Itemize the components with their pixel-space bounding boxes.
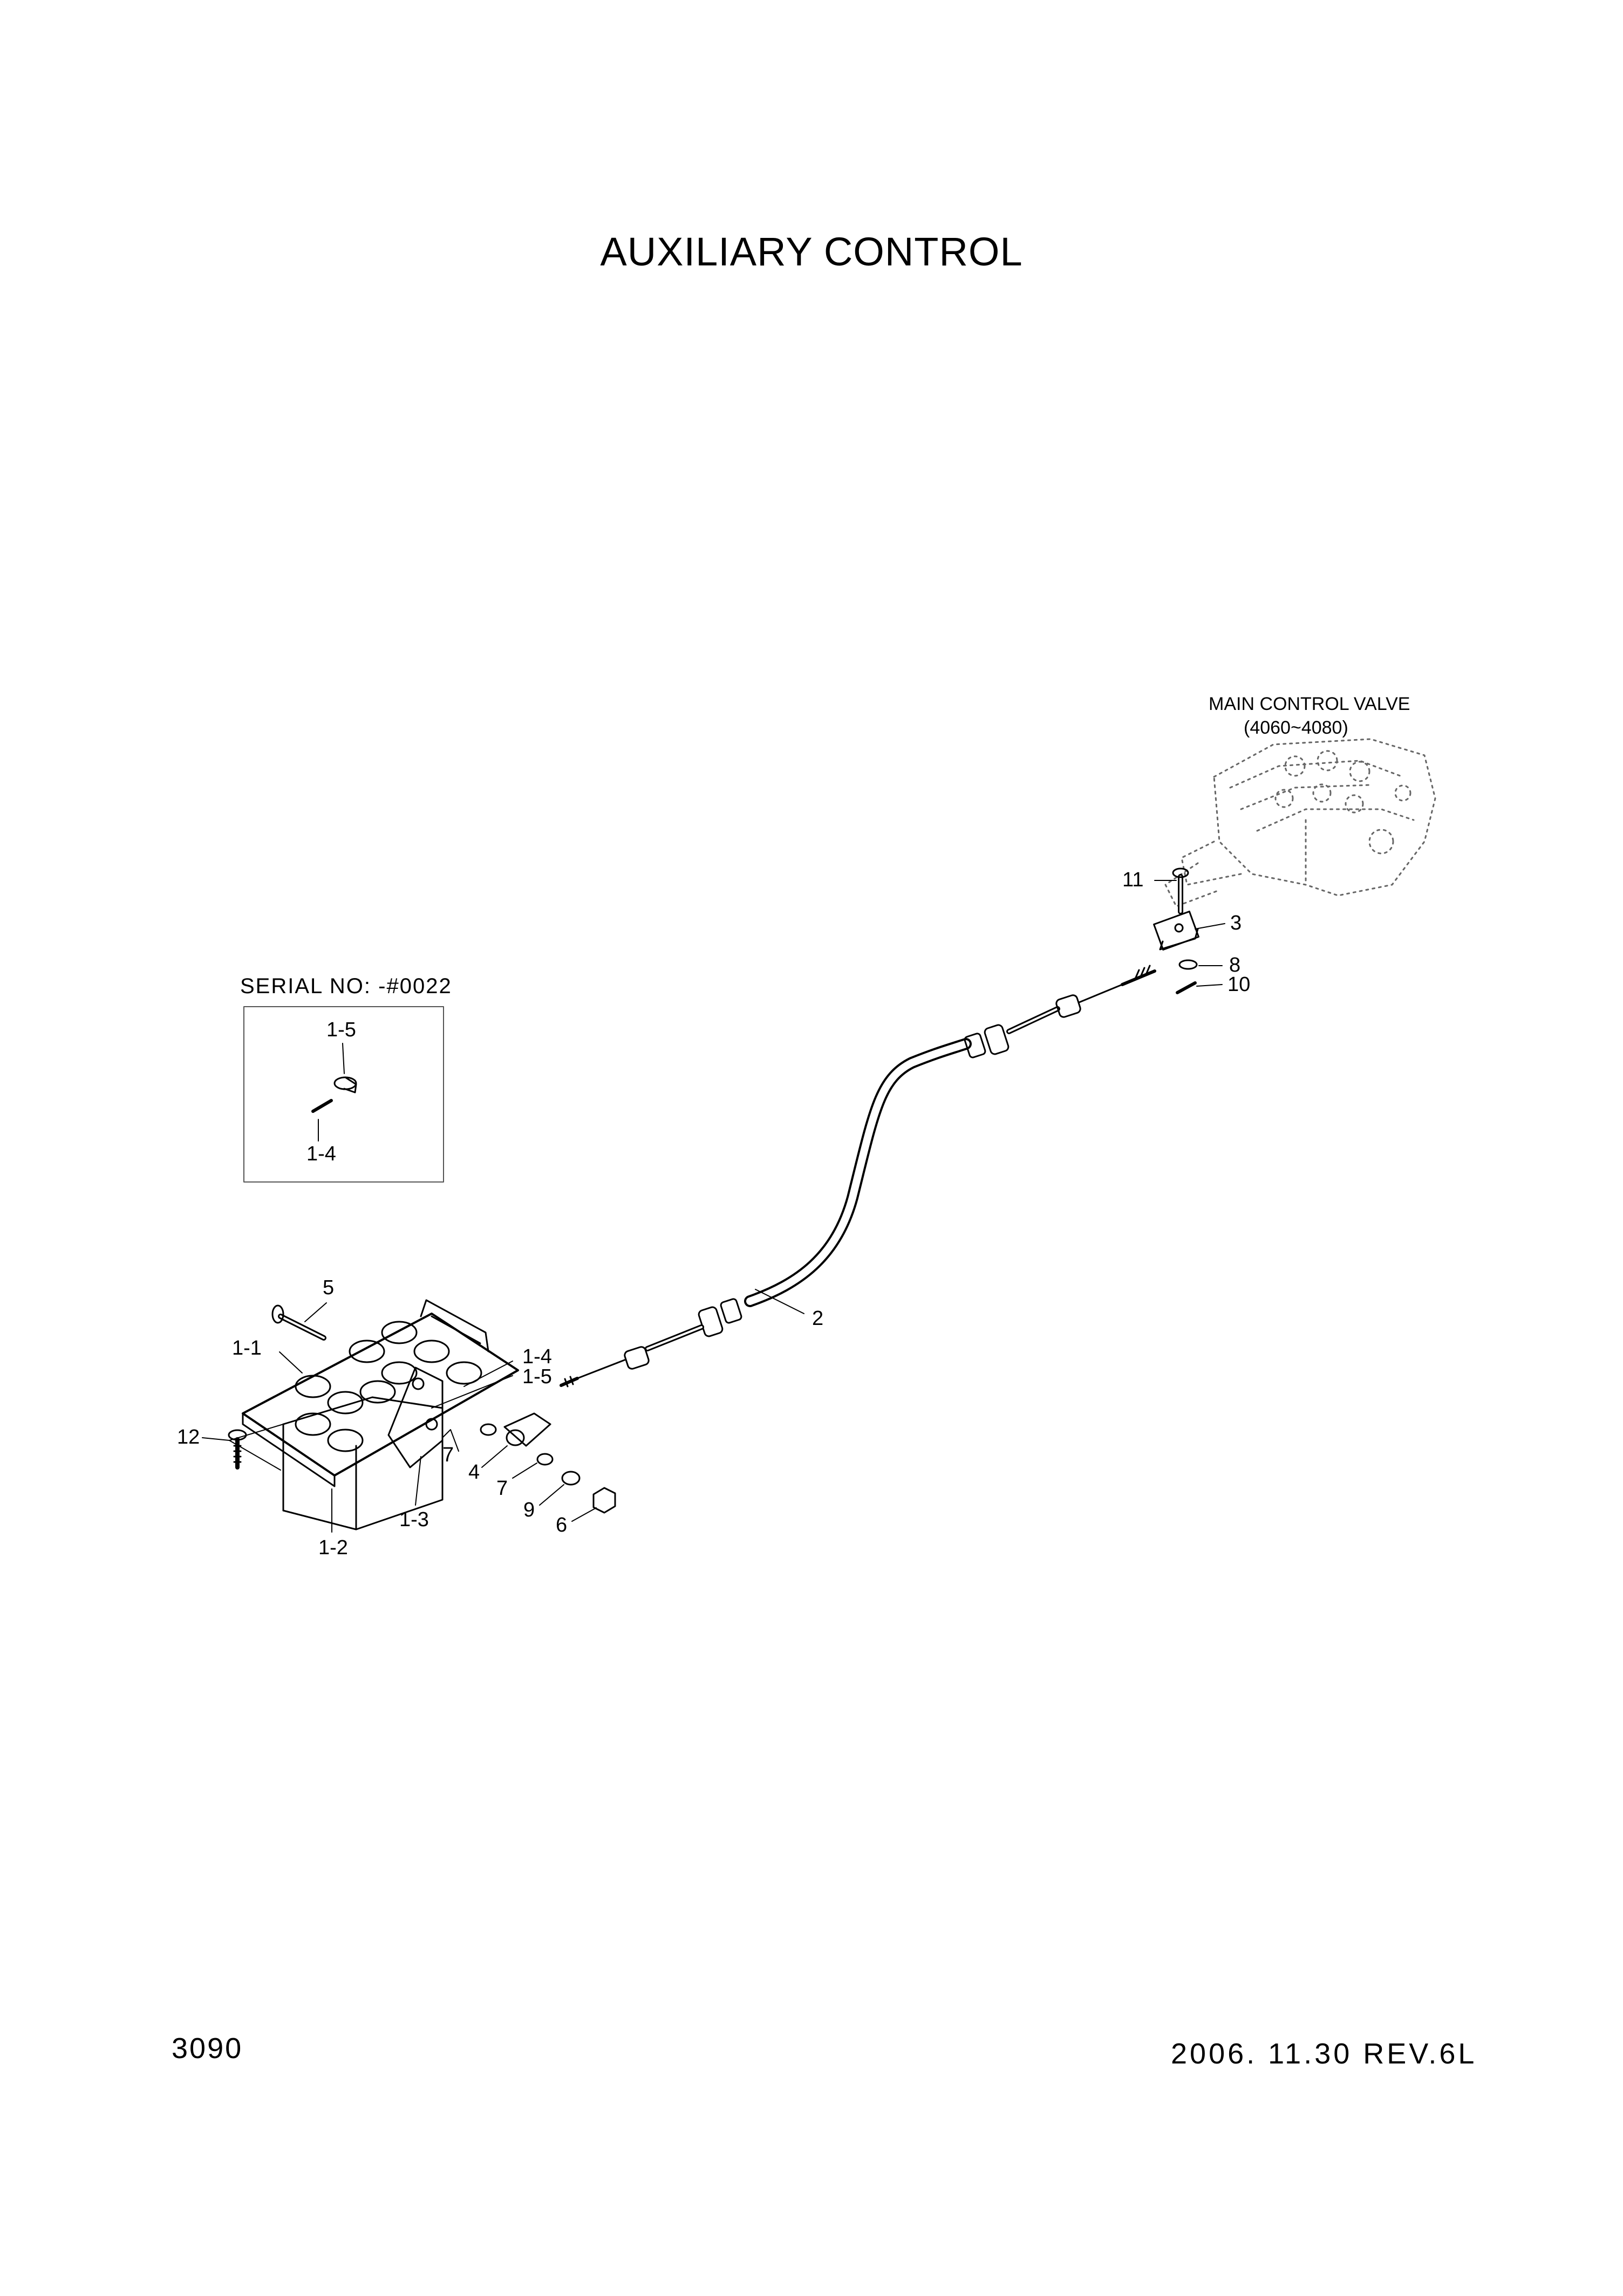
callout-7a: 7 bbox=[442, 1444, 454, 1466]
callout-10: 10 bbox=[1228, 973, 1251, 996]
callout-1-3: 1-3 bbox=[399, 1508, 429, 1531]
callout-11: 11 bbox=[1122, 869, 1144, 891]
inset-callout-1-5: 1-5 bbox=[326, 1019, 356, 1041]
callout-5: 5 bbox=[323, 1276, 335, 1299]
main-control-valve bbox=[1164, 738, 1436, 907]
revision-date: 2006. 11.30 REV.6L bbox=[1171, 2038, 1477, 2070]
page-number: 3090 bbox=[172, 2032, 243, 2065]
control-cable bbox=[560, 965, 1156, 1388]
callout-3: 3 bbox=[1230, 912, 1242, 934]
callout-6: 6 bbox=[556, 1514, 568, 1536]
callout-1-5: 1-5 bbox=[522, 1365, 552, 1388]
callout-1-4: 1-4 bbox=[522, 1345, 552, 1368]
callout-4: 4 bbox=[468, 1461, 480, 1484]
clevis-assembly bbox=[1153, 867, 1199, 994]
pedal-tread-pads bbox=[295, 1321, 482, 1452]
callout-2: 2 bbox=[812, 1307, 824, 1330]
main-control-valve-range: (4060~4080) bbox=[1244, 718, 1348, 738]
callout-1-2: 1-2 bbox=[318, 1536, 348, 1559]
pedal-hardware bbox=[480, 1412, 616, 1514]
serial-inset-box bbox=[243, 1006, 444, 1183]
leader-lines bbox=[202, 880, 1225, 1533]
foot-pedal-assembly bbox=[228, 1299, 519, 1530]
callout-1-1: 1-1 bbox=[232, 1337, 262, 1359]
inset-callout-1-4: 1-4 bbox=[306, 1143, 336, 1165]
inset-serial-label: SERIAL NO: -#0022 bbox=[240, 974, 452, 998]
main-control-valve-label: MAIN CONTROL VALVE bbox=[1209, 694, 1410, 714]
callout-9: 9 bbox=[523, 1499, 535, 1521]
callout-12: 12 bbox=[177, 1426, 200, 1448]
callout-7b: 7 bbox=[496, 1477, 508, 1500]
callout-8: 8 bbox=[1229, 954, 1241, 976]
page-title: AUXILIARY CONTROL bbox=[600, 229, 1023, 274]
